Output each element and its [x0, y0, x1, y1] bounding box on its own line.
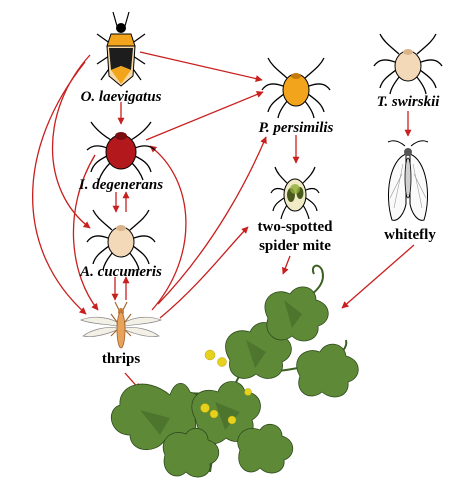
- thrips-icon: [81, 302, 161, 348]
- label-spider-mite-line2: spider mite: [259, 238, 331, 254]
- pale-predatory-mite-icon: [374, 34, 442, 94]
- label-i-degenerans: I. degenerans: [78, 177, 163, 193]
- arrow-whitefly-to-plant: [342, 245, 414, 308]
- arrow-spider-mite-to-plant: [283, 256, 290, 274]
- label-t-swirskii: T. swirskii: [377, 94, 441, 110]
- red-predatory-mite-icon: [87, 122, 155, 180]
- arrow-thrips-to-spider-mite: [160, 227, 248, 318]
- arrow-i-degenerans-to-p-persimilis: [146, 92, 263, 140]
- label-p-persimilis: P. persimilis: [259, 120, 334, 136]
- pale-predatory-mite-icon: [87, 210, 155, 270]
- arrow-o-laevigatus-to-p-persimilis: [140, 52, 262, 80]
- label-thrips: thrips: [102, 351, 141, 367]
- label-spider-mite-line1: two-spotted: [258, 219, 334, 235]
- whitefly-icon: [388, 141, 428, 221]
- label-o-laevigatus: O. laevigatus: [81, 89, 162, 105]
- cucumber-plant-icon: [111, 266, 358, 477]
- orius-bug-icon: [97, 12, 145, 86]
- label-whitefly: whitefly: [384, 227, 436, 243]
- spider-mite-icon: [271, 167, 319, 219]
- label-a-cucumeris: A. cucumeris: [79, 264, 162, 280]
- arrow-thrips-to-i-degenerans: [150, 146, 186, 310]
- arrow-thrips-to-p-persimilis: [158, 137, 266, 304]
- orange-predatory-mite-icon: [262, 58, 330, 118]
